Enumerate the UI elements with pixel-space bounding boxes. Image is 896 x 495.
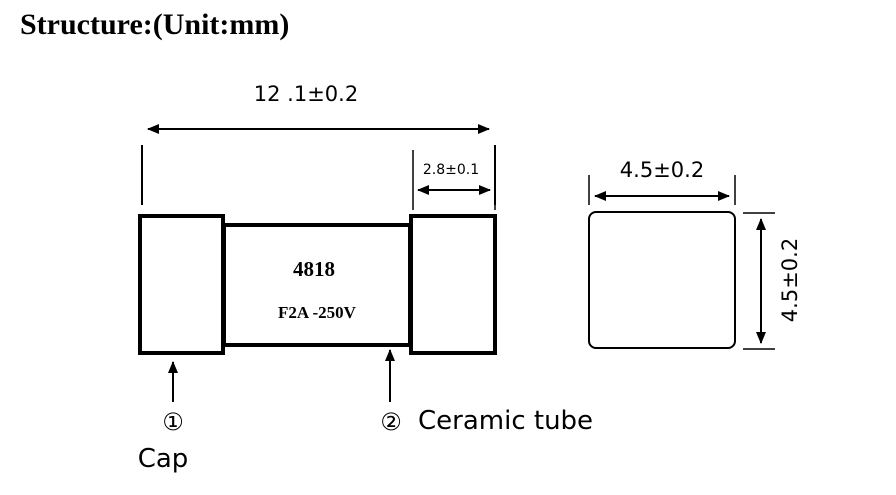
page-title: Structure:(Unit:mm) (20, 8, 290, 41)
cap-length-label: 2.8±0.1 (423, 162, 479, 178)
cap-callout: ① Cap (138, 361, 189, 474)
callout-number-2: ② (380, 408, 402, 436)
ceramic-tube-label: Ceramic tube (418, 406, 593, 436)
total-length-label: 12 .1±0.2 (254, 82, 358, 106)
left-cap (138, 214, 225, 355)
body-marking-code: 4818 (293, 257, 335, 281)
ceramic-tube (222, 223, 412, 347)
body-marking-rating: F2A -250V (278, 303, 357, 322)
cap-length-dimension: 2.8±0.1 (412, 150, 496, 210)
end-height-label: 4.5±0.2 (778, 238, 802, 322)
tube-callout: ② Ceramic tube (380, 349, 593, 436)
end-width-label: 4.5±0.2 (620, 158, 704, 182)
callout-number-1: ① (162, 408, 184, 436)
fuse-body: 4818 F2A -250V (138, 214, 497, 355)
cap-label: Cap (138, 444, 189, 474)
end-view-square (588, 211, 736, 349)
end-view: 4.5±0.2 4.5±0.2 (588, 158, 802, 350)
right-cap (409, 214, 497, 355)
total-length-dimension: 12 .1±0.2 (141, 82, 496, 205)
